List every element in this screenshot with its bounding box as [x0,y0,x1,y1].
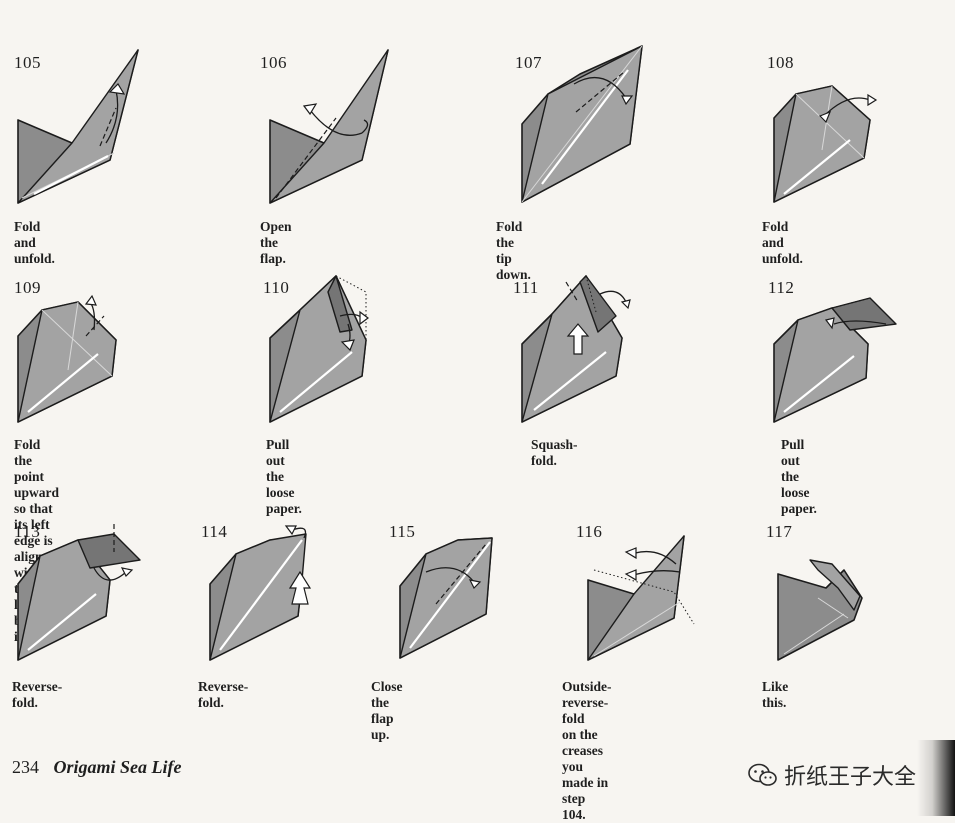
watermark-text: 折纸王子大全 [784,765,917,790]
diagram-112 [773,297,897,423]
step-number: 109 [14,278,41,297]
step-caption: Squash-fold. [531,437,578,468]
diagram-116 [587,535,695,661]
diagram-106 [269,49,389,204]
step-number: 117 [766,522,793,541]
diagram-117 [777,559,863,661]
step-number: 108 [767,53,794,72]
diagram-113 [17,524,141,661]
step-caption: Pull out the loose paper. [266,437,302,516]
step-number: 114 [201,522,228,541]
diagram-108 [773,85,878,203]
diagram-111 [521,275,631,423]
diagram-110 [269,275,369,423]
step-caption: Fold and unfold. [762,219,803,266]
step-number: 113 [14,522,41,541]
step-number: 115 [389,522,416,541]
page-footer: 234 Origami Sea Life [12,757,182,778]
step-number: 106 [260,53,287,72]
diagram-109 [17,294,117,423]
step-caption: Like this. [762,679,789,710]
watermark: 折纸王子大全 [748,760,916,790]
step-caption: Pull out the loose paper. [781,437,817,516]
diagram-107 [521,45,643,203]
step-number: 107 [515,53,542,72]
book-spine-shadow [917,740,955,816]
step-caption: Reverse-fold. [198,679,249,710]
step-number: 111 [513,278,539,297]
step-caption: Outside-reverse-fold on the creases you … [562,679,612,822]
step-number: 116 [576,522,603,541]
step-caption: Close the flap up. [371,679,403,742]
book-title: Origami Sea Life [53,757,182,777]
diagram-115 [399,537,493,659]
diagram-105 [17,49,139,204]
step-caption: Reverse-fold. [12,679,63,710]
step-caption: Fold the tip down. [496,219,531,282]
step-caption: Fold and unfold. [14,219,55,266]
step-caption: Open the flap. [260,219,292,266]
step-number: 105 [14,53,41,72]
step-number: 110 [263,278,290,297]
page-number: 234 [12,757,39,777]
diagram-114 [209,525,312,661]
step-number: 112 [768,278,795,297]
wechat-icon [748,763,777,786]
